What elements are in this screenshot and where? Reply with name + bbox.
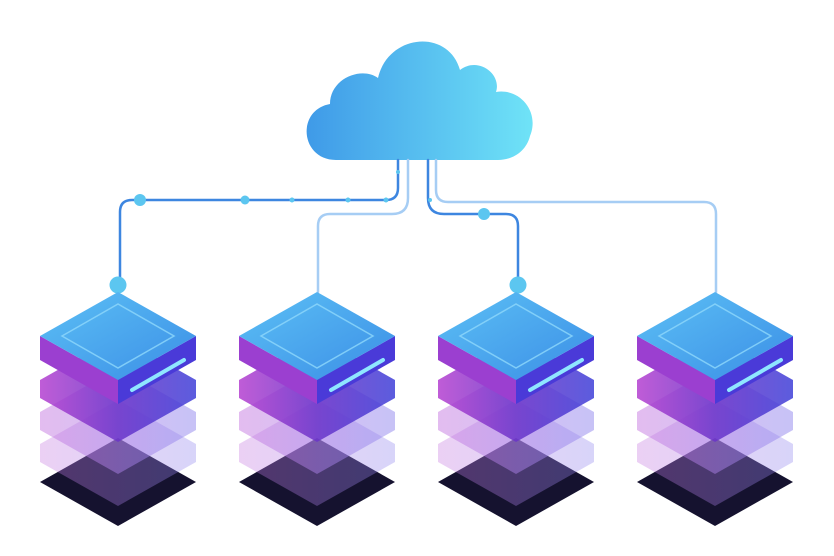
node-dot <box>134 194 146 206</box>
node-dot <box>478 208 490 220</box>
node-dot <box>345 197 351 203</box>
node-dot <box>289 197 295 203</box>
node-dot <box>509 276 527 294</box>
connection-line-3 <box>426 158 520 287</box>
node-dot <box>428 198 432 202</box>
connection-line-4 <box>434 158 718 294</box>
connection-line-2 <box>316 158 410 294</box>
server-stack-icon <box>436 290 596 528</box>
connection-line-1 <box>118 158 400 287</box>
cloud-icon <box>306 41 533 161</box>
node-dot <box>240 195 250 205</box>
node-dot <box>109 276 127 294</box>
server-stack-icon <box>38 290 198 528</box>
node-dot <box>383 197 389 203</box>
server-stack-icon <box>635 290 795 528</box>
node-dot <box>396 170 400 174</box>
network-nodes <box>109 170 527 294</box>
server-stack-icon <box>237 290 397 528</box>
network-connections <box>118 158 718 294</box>
